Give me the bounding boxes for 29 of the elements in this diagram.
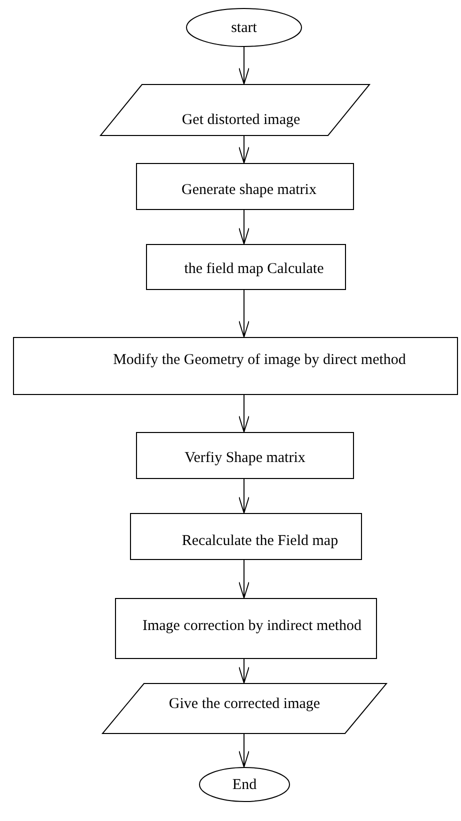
arrow: [238, 46, 250, 84]
process-box: [13, 337, 458, 395]
input-output-parallelogram: [102, 683, 387, 734]
node-text: End: [232, 776, 257, 794]
node-text: Modify the Geometry of image by direct method: [113, 351, 406, 369]
arrow: [238, 658, 250, 684]
node-text: start: [231, 18, 257, 36]
process-box: [146, 244, 346, 290]
arrow: [238, 290, 250, 338]
arrow: [238, 210, 250, 244]
node-text: the field map Calculate: [184, 260, 324, 278]
terminal-ellipse: [199, 767, 290, 802]
arrow: [238, 478, 250, 514]
arrow: [238, 136, 250, 164]
node-text: Image correction by indirect method: [142, 616, 362, 634]
node-text: Generate shape matrix: [182, 180, 316, 198]
process-box: [115, 598, 377, 659]
arrow: [238, 394, 250, 432]
arrow: [238, 734, 250, 768]
node-text: Get distorted image: [182, 111, 300, 129]
input-output-parallelogram: [100, 84, 370, 136]
terminal-ellipse: [186, 8, 302, 47]
node-text: Recalculate the Field map: [182, 532, 338, 550]
node-text: Give the corrected image: [168, 694, 320, 712]
arrow: [238, 560, 250, 598]
node-text: Verfiy Shape matrix: [184, 448, 306, 466]
process-box: [136, 163, 354, 210]
process-box: [136, 432, 354, 479]
process-box: [130, 513, 362, 560]
